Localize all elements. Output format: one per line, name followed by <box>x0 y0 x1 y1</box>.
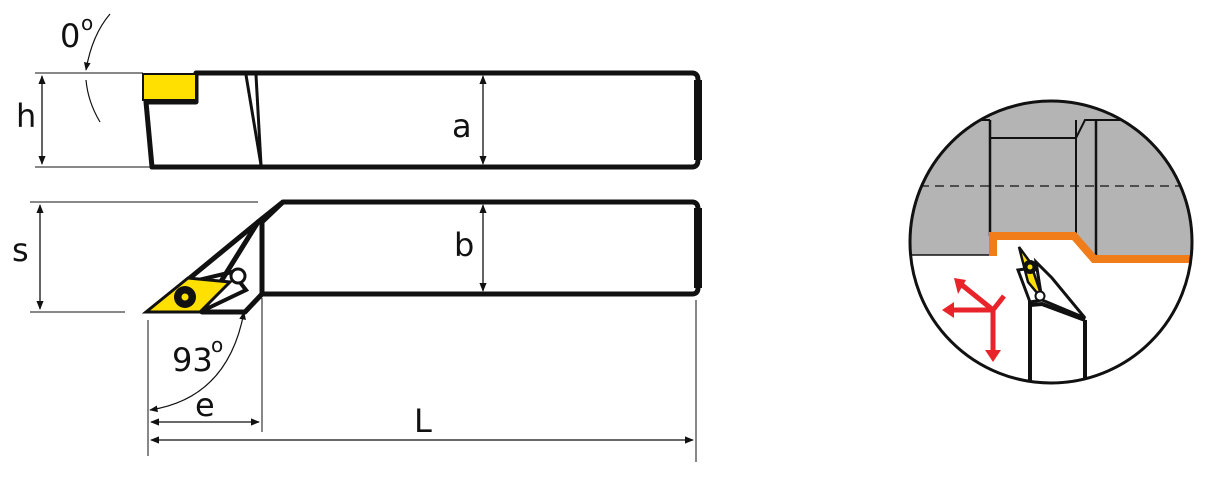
label-angle-top-unit: o <box>81 11 93 35</box>
label-L: L <box>414 402 432 440</box>
label-s: s <box>12 231 29 269</box>
clamp-pin <box>229 267 247 285</box>
side-view <box>35 13 702 170</box>
plan-view <box>30 199 702 462</box>
label-h: h <box>16 97 36 135</box>
label-angle-top: 0 <box>60 17 80 55</box>
insert-side <box>142 73 197 101</box>
label-b: b <box>454 226 474 264</box>
angle-93-arc <box>149 311 246 413</box>
dimension-labels: 0 o h a s b 93 o e L <box>12 11 474 440</box>
label-angle-bottom-unit: o <box>211 333 223 357</box>
label-e: e <box>195 386 215 424</box>
label-a: a <box>452 107 472 145</box>
machined-profile <box>989 232 1190 263</box>
operation-detail-circle <box>908 99 1194 385</box>
red-arrow-feed-directions-icon <box>942 278 1006 362</box>
label-angle-bottom: 93 <box>172 341 213 379</box>
